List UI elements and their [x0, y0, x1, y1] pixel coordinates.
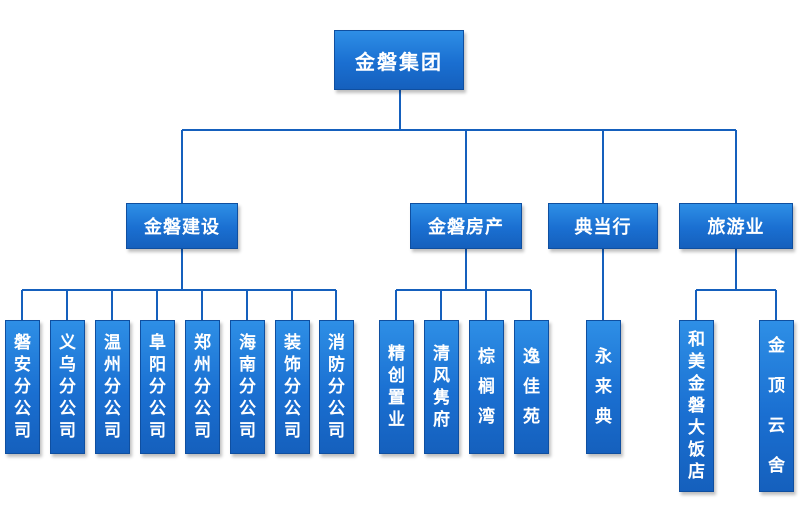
division-construction: 金磐建设 — [126, 203, 238, 249]
branch-label: 磐安分公司 — [14, 333, 31, 441]
root-node: 金磐集团 — [334, 30, 464, 90]
resort-label: 金顶云舍 — [768, 336, 785, 476]
branch-label: 消防分公司 — [328, 333, 345, 441]
branch-node: 磐安分公司 — [5, 320, 40, 454]
project-node: 棕榈湾 — [469, 320, 504, 454]
branch-label: 装饰分公司 — [284, 333, 301, 441]
project-node: 精创置业 — [379, 320, 414, 454]
branch-label: 海南分公司 — [239, 333, 256, 441]
division-label: 金磐房产 — [428, 217, 504, 238]
branch-node: 装饰分公司 — [275, 320, 310, 454]
project-label: 精创置业 — [388, 344, 405, 430]
pawnshop-node: 永来典 — [586, 320, 621, 454]
branch-node: 郑州分公司 — [185, 320, 220, 454]
root-label: 金磐集团 — [355, 49, 443, 74]
division-realestate: 金磐房产 — [410, 203, 522, 249]
branch-node: 阜阳分公司 — [140, 320, 175, 454]
division-tourism: 旅游业 — [679, 203, 793, 249]
project-label: 逸佳苑 — [523, 347, 540, 427]
branch-node: 义乌分公司 — [50, 320, 85, 454]
project-node: 逸佳苑 — [514, 320, 549, 454]
branch-label: 阜阳分公司 — [149, 333, 166, 441]
hotel-label: 和美金磐大饭店 — [688, 330, 705, 482]
division-label: 金磐建设 — [144, 217, 220, 238]
branch-node: 温州分公司 — [95, 320, 130, 454]
hotel-node: 和美金磐大饭店 — [679, 320, 714, 492]
branch-label: 义乌分公司 — [59, 333, 76, 441]
project-label: 清风隽府 — [433, 344, 450, 430]
resort-node: 金顶云舍 — [759, 320, 794, 492]
division-label: 典当行 — [574, 217, 632, 238]
branch-node: 海南分公司 — [230, 320, 265, 454]
branch-label: 郑州分公司 — [194, 333, 211, 441]
pawnshop-label: 永来典 — [595, 347, 612, 427]
branch-label: 温州分公司 — [104, 333, 121, 441]
project-label: 棕榈湾 — [478, 347, 495, 427]
division-pawnshop: 典当行 — [548, 203, 658, 249]
project-node: 清风隽府 — [424, 320, 459, 454]
branch-node: 消防分公司 — [319, 320, 354, 454]
division-label: 旅游业 — [707, 217, 765, 238]
